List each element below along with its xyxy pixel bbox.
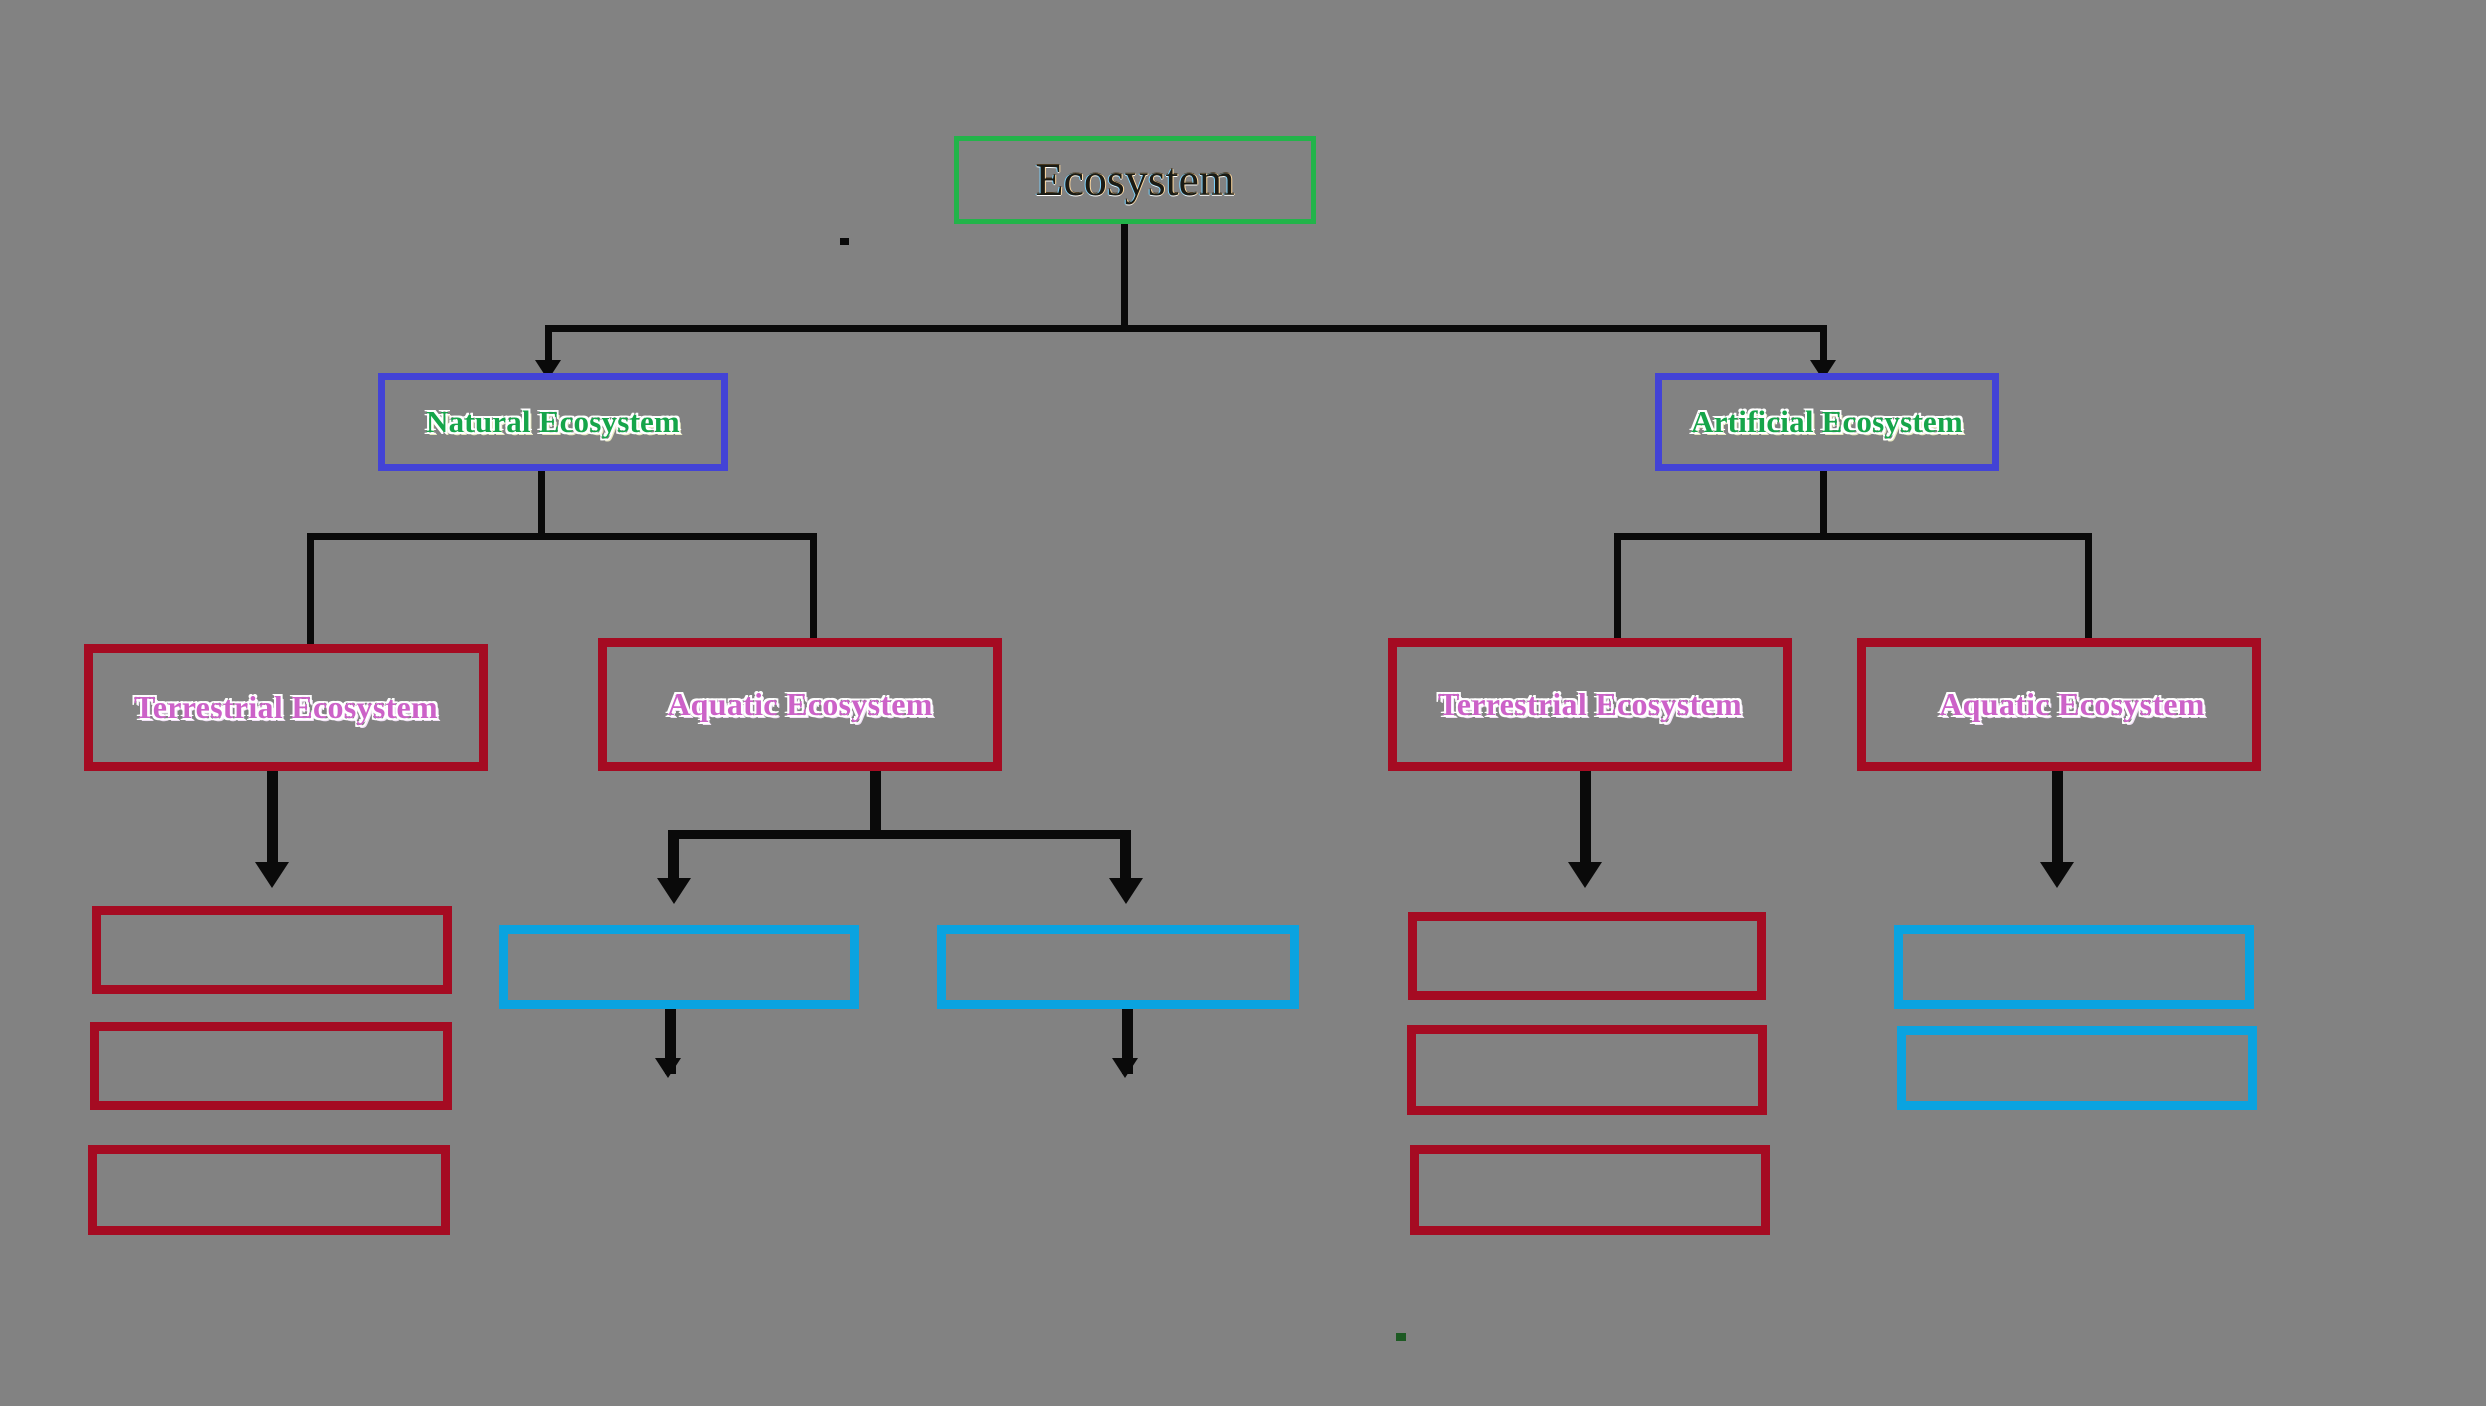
arrowhead-nat-aq-2-down	[1112, 1058, 1138, 1078]
node-label: Aquatic Ecosystem	[667, 685, 933, 722]
connector-nat-aq-right-drop	[1120, 830, 1131, 892]
node-artificial-aquatic[interactable]: ' - Aquatic Ecosystem	[1857, 638, 2261, 771]
connector-level1-left-drop	[545, 325, 552, 368]
leaf-box-art-aq-2[interactable]	[1897, 1026, 2257, 1110]
stray-dot-bottom	[1396, 1333, 1406, 1341]
connector-artificial-bus	[1614, 533, 2092, 540]
connector-natural-bus	[307, 533, 817, 540]
connector-natural-down	[538, 471, 545, 537]
connector-nat-terr-down	[267, 771, 278, 879]
connector-nat-aq-1-down	[665, 1009, 676, 1074]
node-label: Terrestrial Ecosystem	[1437, 685, 1742, 722]
connector-nat-aq-2-down	[1122, 1009, 1133, 1074]
leaf-box-art-terr-1[interactable]	[1408, 912, 1766, 1000]
node-label: Natural Ecosystem	[426, 403, 680, 439]
node-artificial-ecosystem[interactable]: Artificial Ecosystem	[1655, 373, 1999, 471]
connector-natural-left-drop	[307, 533, 314, 645]
leaf-box-art-terr-2[interactable]	[1407, 1025, 1767, 1115]
stray-dot-top	[840, 238, 849, 245]
node-root-ecosystem[interactable]: Ecosystem	[954, 136, 1316, 224]
arrowhead-nat-aq-1-down	[655, 1058, 681, 1078]
connector-level1-right-drop	[1820, 325, 1827, 368]
node-label: Artificial Ecosystem	[1691, 403, 1963, 439]
connector-level1-bus	[545, 325, 1827, 332]
connector-nat-aq-down	[870, 771, 881, 836]
node-natural-ecosystem[interactable]: Natural Ecosystem	[378, 373, 728, 471]
leaf-box-nat-terr-2[interactable]	[90, 1022, 452, 1110]
connector-art-terr-down	[1580, 771, 1591, 879]
node-artificial-terrestrial[interactable]: Terrestrial Ecosystem	[1388, 638, 1792, 771]
arrowhead-nat-terr	[255, 862, 289, 888]
arrowhead-nat-aq-left	[657, 878, 691, 904]
arrowhead-nat-aq-right	[1109, 878, 1143, 904]
node-label: Aquatic Ecosystem	[1939, 685, 2205, 722]
arrowhead-art-terr	[1568, 862, 1602, 888]
connector-root-down	[1121, 224, 1128, 328]
node-label: Terrestrial Ecosystem	[133, 688, 438, 725]
leaf-box-nat-terr-1[interactable]	[92, 906, 452, 994]
connector-nat-aq-left-drop	[668, 830, 679, 892]
connector-nat-aq-bus	[675, 830, 1128, 839]
connector-artificial-right-drop	[2085, 533, 2092, 645]
connector-natural-right-drop	[810, 533, 817, 645]
node-label: Ecosystem	[1035, 153, 1235, 205]
leaf-box-nat-aq-1[interactable]	[499, 925, 859, 1009]
connector-artificial-down	[1820, 471, 1827, 537]
leaf-box-art-terr-3[interactable]	[1410, 1145, 1770, 1235]
node-natural-aquatic[interactable]: Aquatic Ecosystem	[598, 638, 1002, 771]
leaf-box-nat-terr-3[interactable]	[88, 1145, 450, 1235]
node-natural-terrestrial[interactable]: Terrestrial Ecosystem	[84, 644, 488, 771]
connector-art-aq-down	[2052, 771, 2063, 879]
arrowhead-art-aq	[2040, 862, 2074, 888]
connector-artificial-left-drop	[1614, 533, 1621, 645]
leaf-box-art-aq-1[interactable]	[1894, 925, 2254, 1009]
leaf-box-nat-aq-2[interactable]	[937, 925, 1299, 1009]
